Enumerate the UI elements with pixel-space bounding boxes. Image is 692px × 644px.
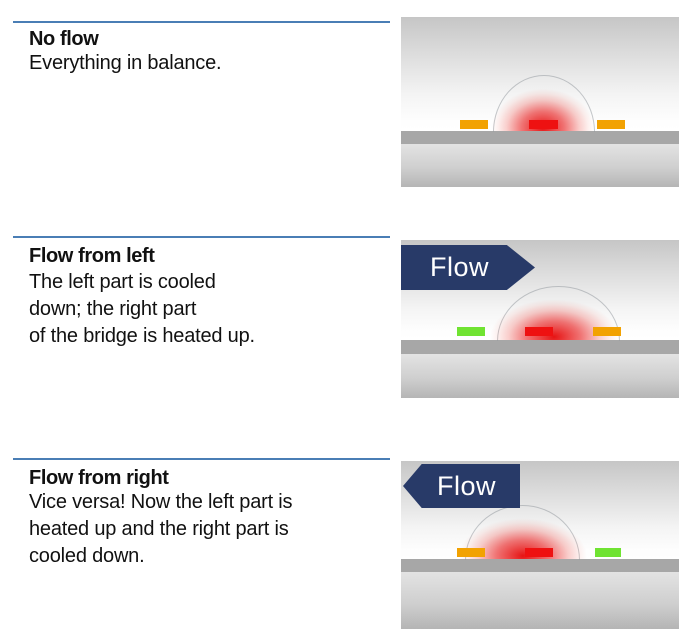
section-heading: Flow from left	[29, 245, 155, 267]
section-body-line: heated up and the right part is	[29, 518, 289, 540]
heater-element	[525, 327, 553, 336]
flow-arrow-right: Flow	[401, 245, 535, 290]
temp-sensor-right	[597, 120, 625, 129]
section-divider-rule	[13, 236, 390, 238]
section-body-line: The left part is cooled	[29, 271, 216, 293]
section-divider-rule	[13, 458, 390, 460]
section-body-line: Everything in balance.	[29, 52, 222, 74]
temp-sensor-left	[460, 120, 488, 129]
heater-element	[529, 120, 558, 129]
diagram-panel-flow-from-right: Flow	[401, 461, 679, 629]
flow-arrow-left: Flow	[403, 464, 520, 508]
temp-sensor-right-heated	[593, 327, 621, 336]
diagram-panel-flow-from-left: Flow	[401, 240, 679, 398]
section-heading: Flow from right	[29, 467, 169, 489]
section-body-line: Vice versa! Now the left part is	[29, 491, 293, 513]
section-body: Everything in balance.	[29, 50, 222, 77]
flow-arrow-label: Flow	[437, 470, 497, 501]
substrate-lower-region	[401, 354, 679, 398]
section-body: The left part is cooled down; the right …	[29, 269, 255, 350]
temp-sensor-right-cooled	[595, 548, 621, 557]
substrate-lower-region	[401, 144, 679, 187]
section-body-line: cooled down.	[29, 545, 145, 567]
substrate-bar	[401, 559, 679, 572]
flow-arrow-label: Flow	[430, 252, 490, 282]
diagram-panel-no-flow	[401, 17, 679, 187]
substrate-lower-region	[401, 572, 679, 629]
heater-element	[525, 548, 553, 557]
substrate-bar	[401, 131, 679, 144]
section-body-line: of the bridge is heated up.	[29, 325, 255, 347]
section-divider-rule	[13, 21, 390, 23]
section-body-line: down; the right part	[29, 298, 197, 320]
substrate-bar	[401, 340, 679, 354]
section-heading: No flow	[29, 28, 99, 50]
section-body: Vice versa! Now the left part is heated …	[29, 489, 293, 570]
temp-sensor-left-cooled	[457, 327, 485, 336]
temp-sensor-left-heated	[457, 548, 485, 557]
